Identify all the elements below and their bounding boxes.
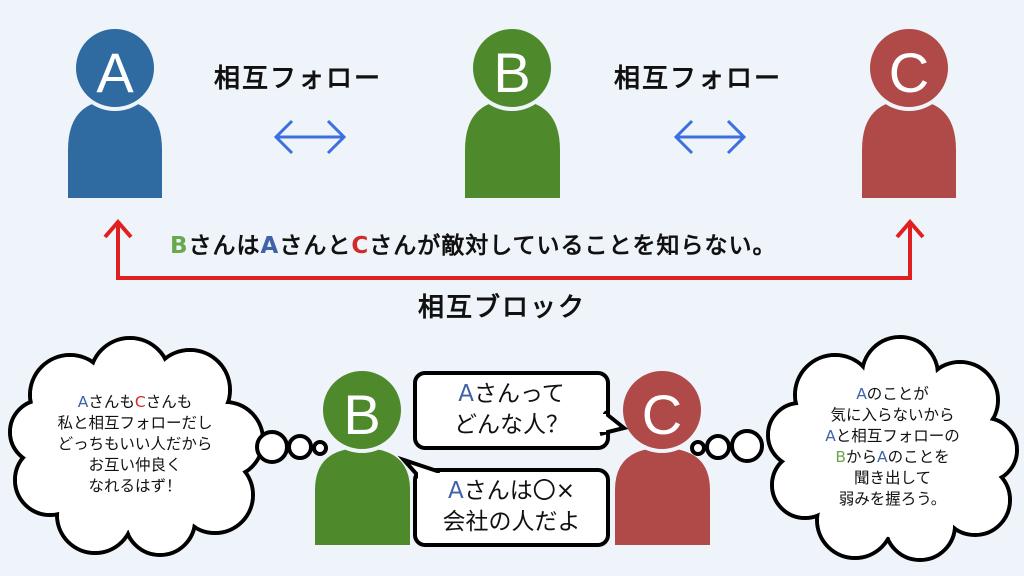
person-b-letter: B bbox=[493, 41, 531, 104]
b-thought-cloud bbox=[8, 336, 328, 557]
follow-label-ab: 相互フォロー bbox=[214, 64, 383, 94]
block-arrow-ac bbox=[103, 218, 925, 280]
b-thought-text: AさんもCさんも 私と相互フォローだし どっちもいい人だから お互い仲良く なれ… bbox=[57, 393, 213, 495]
c-question-bubble bbox=[413, 371, 629, 450]
follow-arrow-bc bbox=[673, 119, 747, 155]
block-label-ac: 相互ブロック bbox=[418, 293, 587, 323]
statement-text: BさんはAさんとCさんが敵対していることを知らない。 bbox=[170, 233, 777, 259]
person-b-bottom-letter: B bbox=[343, 383, 381, 446]
follow-arrow-ab bbox=[273, 119, 347, 155]
person-c-letter: C bbox=[888, 41, 930, 104]
person-a-letter: A bbox=[96, 41, 134, 104]
person-c-bottom-letter: C bbox=[641, 383, 683, 446]
c-thought-text: Aのことが 気に入らないから Aと相互フォローの BからAのことを 聞き出して … bbox=[825, 385, 960, 508]
person-b bbox=[465, 25, 560, 198]
person-b-bottom bbox=[315, 367, 410, 545]
b-answer-text: Aさんは〇× 会社の人だよ bbox=[442, 478, 581, 535]
person-c bbox=[862, 25, 956, 198]
b-answer-bubble bbox=[397, 455, 610, 547]
person-a bbox=[68, 25, 162, 198]
c-question-text: Aさんって どんな人？ bbox=[454, 381, 569, 438]
c-thought-cloud bbox=[690, 335, 1019, 562]
follow-label-bc: 相互フォロー bbox=[614, 64, 783, 94]
person-c-bottom bbox=[615, 367, 710, 545]
